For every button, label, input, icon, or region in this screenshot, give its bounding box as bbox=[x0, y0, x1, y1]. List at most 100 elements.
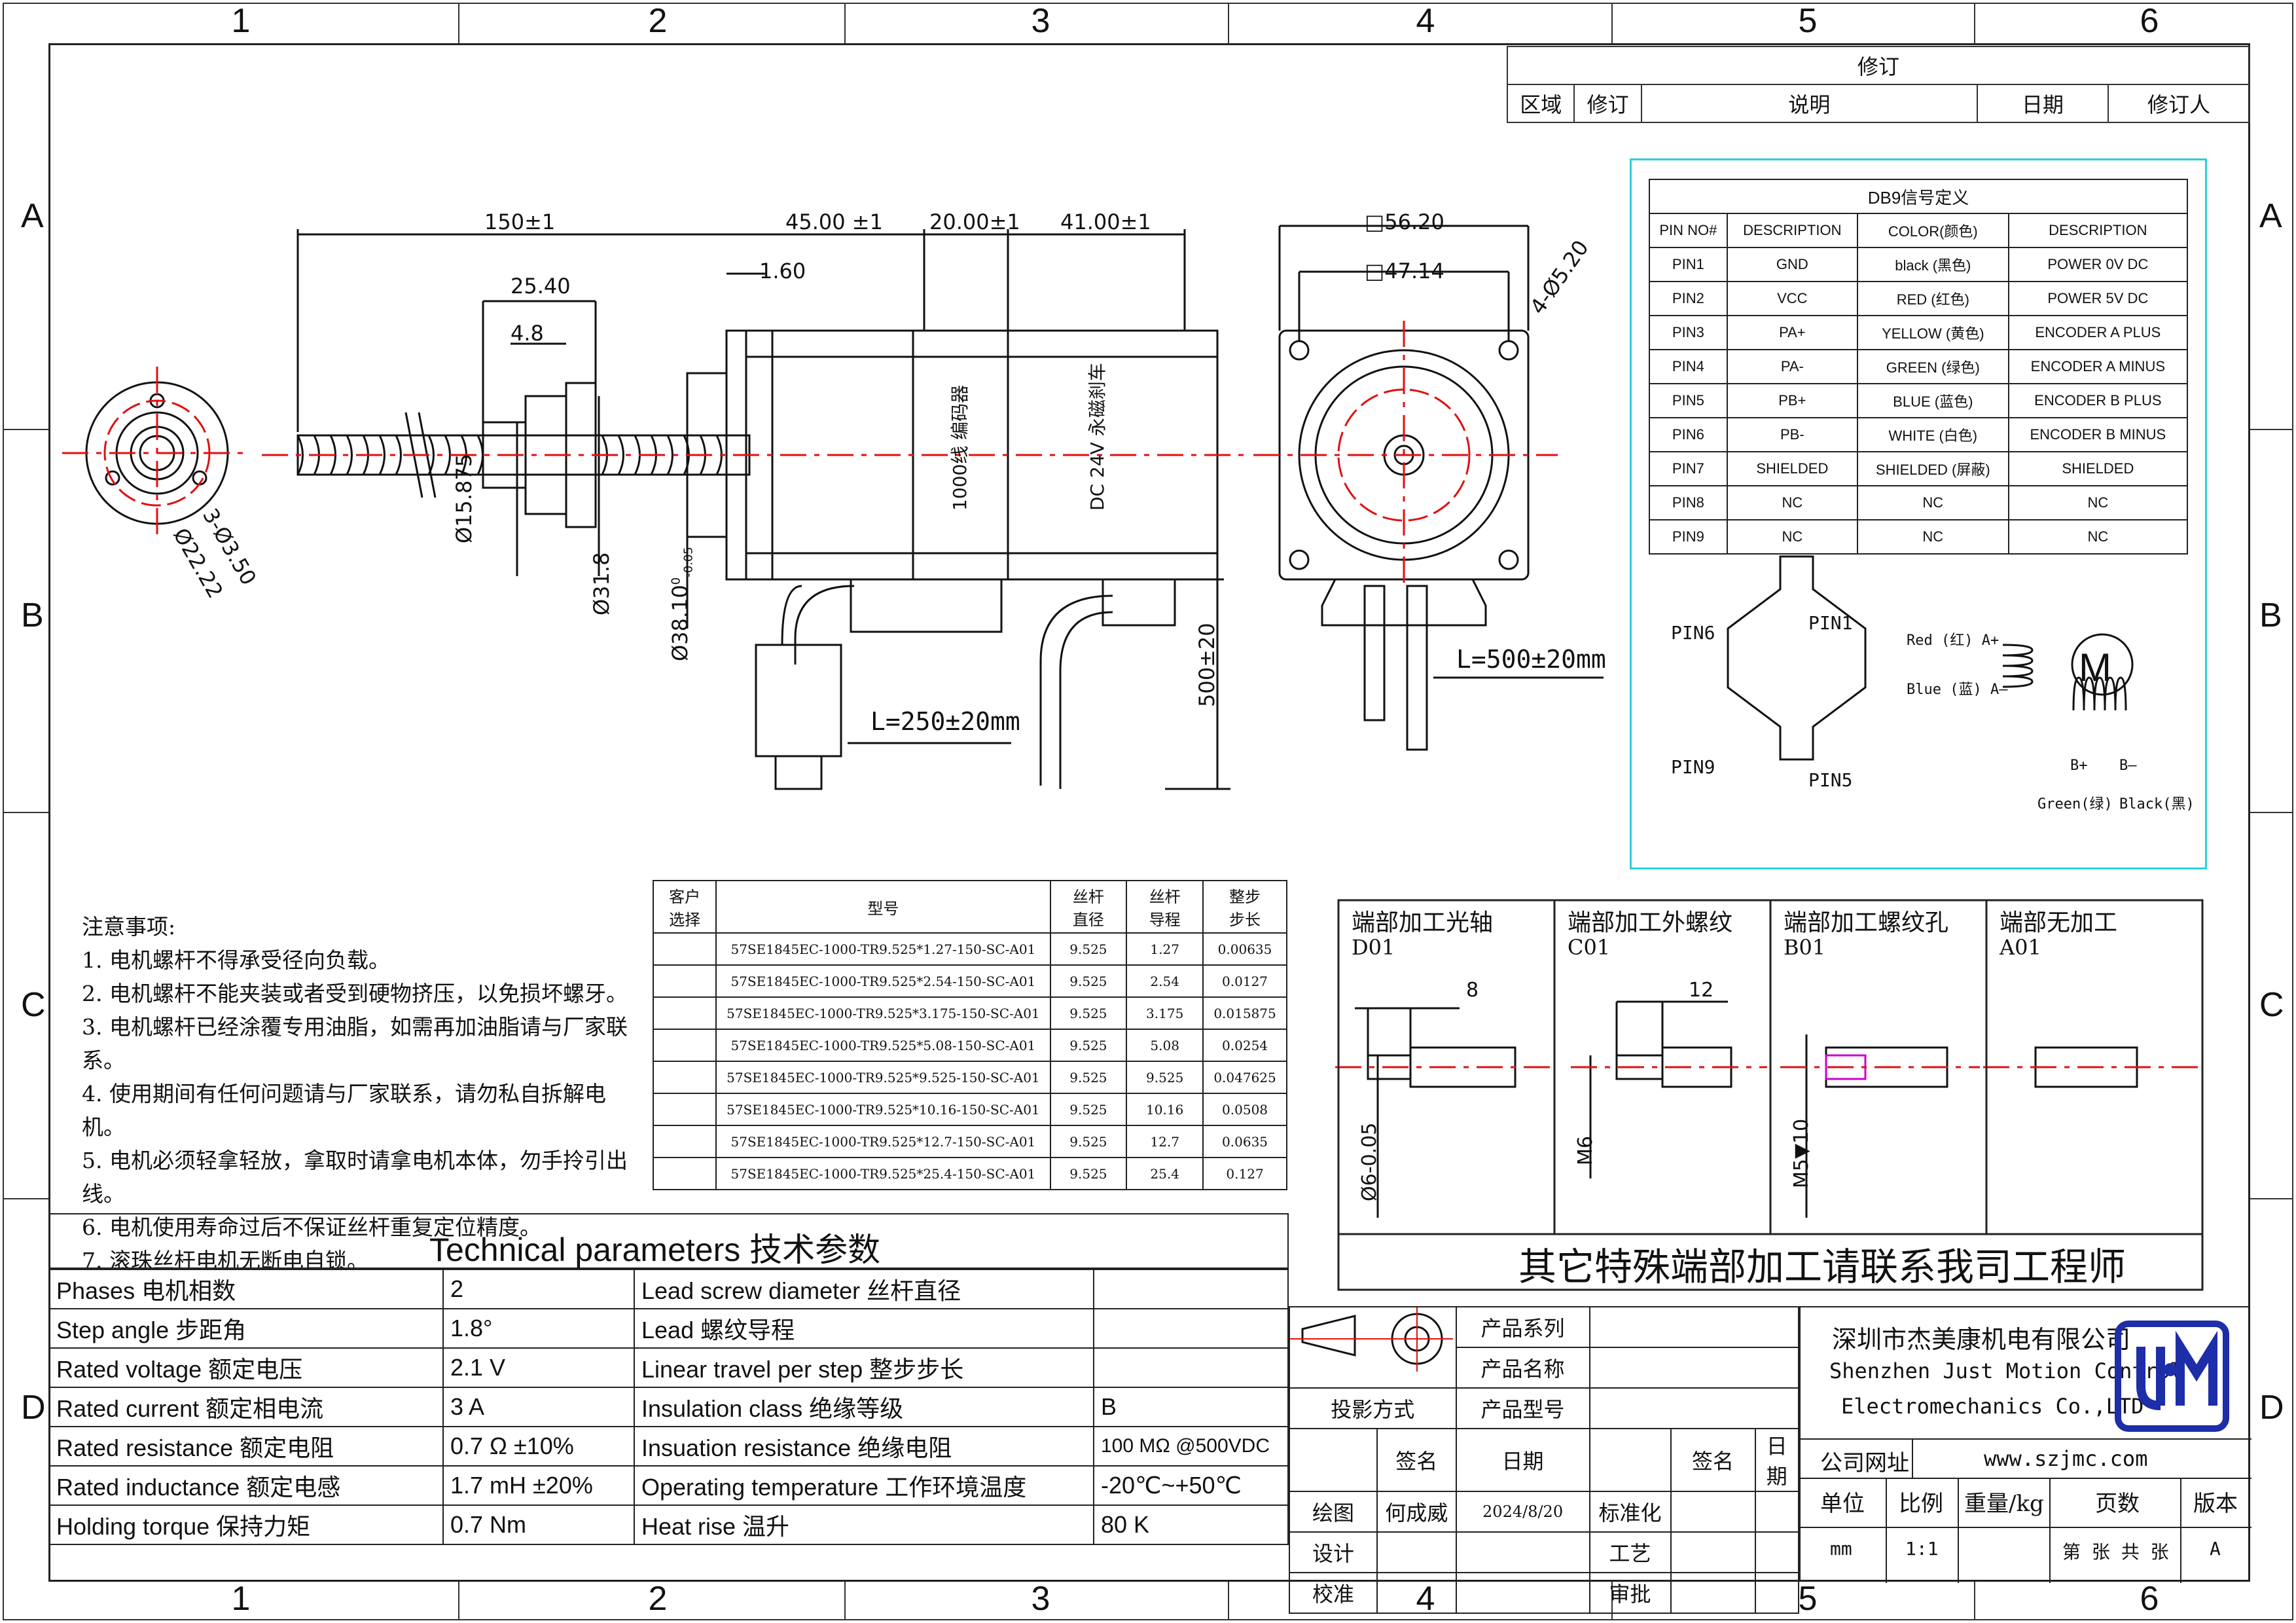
model-cell: 0.00635 bbox=[1202, 932, 1287, 966]
models-header: 客户 选择 bbox=[652, 880, 717, 934]
db9-cell: PA- bbox=[1726, 349, 1858, 384]
end-title-a01: 端部无加工 bbox=[2000, 909, 2118, 936]
revision-table: 修订 区域 修订 说明 日期 修订人 bbox=[1506, 46, 2250, 123]
model-cell[interactable] bbox=[652, 1029, 717, 1062]
db9-cell: YELLOW (黄色) bbox=[1856, 315, 2009, 350]
cable-500-dim: 500±20 bbox=[1194, 623, 1219, 707]
models-header: 丝杆 导程 bbox=[1126, 880, 1204, 934]
model-cell: 9.525 bbox=[1049, 964, 1128, 998]
models-header: 型号 bbox=[715, 880, 1051, 934]
company-logo-icon bbox=[2115, 1321, 2229, 1432]
tech-label: Phases 电机相数 bbox=[48, 1269, 444, 1309]
motor-a-plus: Red (红) A+ bbox=[1907, 632, 2000, 649]
model-cell[interactable] bbox=[652, 1157, 717, 1190]
dim-dia-15875: Ø15.875 bbox=[452, 453, 476, 543]
tb-sign2: 签名 bbox=[1670, 1428, 1756, 1492]
tb-design: 设计 bbox=[1289, 1531, 1378, 1573]
model-cell[interactable] bbox=[652, 964, 717, 998]
end-title-b01: 端部加工螺纹孔 bbox=[1784, 909, 1949, 936]
motor-a-minus: Blue (蓝) A— bbox=[1907, 682, 2008, 698]
motor-green: Green(绿) bbox=[2037, 796, 2113, 812]
tb-process: 工艺 bbox=[1588, 1531, 1672, 1573]
cable-250-label: L=250±20mm bbox=[870, 707, 1020, 736]
model-cell: 5.08 bbox=[1126, 1029, 1204, 1062]
version-label: 版本 bbox=[2193, 1491, 2238, 1517]
tech-title: Technical parameters 技术参数 bbox=[429, 1231, 881, 1268]
model-cell[interactable] bbox=[652, 1061, 717, 1094]
tech-value bbox=[1093, 1269, 1289, 1309]
note-item: 5. 电机必须轻拿轻放，拿取时请拿电机本体，勿手拎引出线。 bbox=[82, 1148, 628, 1207]
db9-cell: POWER 5V DC bbox=[2007, 281, 2189, 316]
model-cell: 25.4 bbox=[1126, 1157, 1204, 1190]
website-value[interactable]: www.szjmc.com bbox=[1984, 1446, 2148, 1471]
db9-cell: PB- bbox=[1726, 417, 1858, 452]
tech-value bbox=[1093, 1347, 1289, 1388]
centerlines bbox=[62, 321, 2202, 1068]
inner-frame bbox=[48, 43, 2250, 1582]
models-table: 客户 选择 型号 丝杆 直径 丝杆 导程 整步 步长 57SE1845EC-10… bbox=[652, 880, 1287, 1190]
tech-value: 1.7 mH ±20% bbox=[442, 1465, 635, 1506]
revision-header: 修订人 bbox=[2108, 84, 2250, 123]
tech-title-box: Technical parameters 技术参数 bbox=[48, 1213, 1289, 1269]
db9-cell: POWER 0V DC bbox=[2007, 247, 2189, 282]
pin6-label: PIN6 bbox=[1671, 622, 1715, 644]
model-cell: 57SE1845EC-1000-TR9.525*3.175-150-SC-A01 bbox=[715, 996, 1051, 1030]
end-side-d01: Ø6-0.05 bbox=[1358, 1122, 1381, 1201]
tech-value: 2.1 V bbox=[442, 1347, 635, 1388]
db9-cell: PIN5 bbox=[1649, 383, 1728, 418]
zone-row-c: C bbox=[21, 986, 46, 1024]
revision-header: 区域 bbox=[1506, 84, 1575, 123]
db9-cell: SHIELDED bbox=[1726, 451, 1858, 486]
tb-sign: 签名 bbox=[1376, 1428, 1457, 1492]
dim-1-60: 1.60 bbox=[759, 259, 806, 283]
brake-label: DC 24V 永磁刹车 bbox=[1086, 363, 1108, 511]
zone-col-2-bottom: 2 bbox=[648, 1580, 668, 1618]
pages-value: 第 张 共 张 bbox=[2062, 1541, 2169, 1563]
model-cell[interactable] bbox=[652, 932, 717, 966]
model-cell: 0.0127 bbox=[1202, 964, 1287, 998]
dim-41: 41.00±1 bbox=[1060, 210, 1151, 234]
db9-cell: GREEN (绿色) bbox=[1856, 349, 2009, 384]
encoder-label: 1000线 编码器 bbox=[949, 384, 971, 511]
zone-row-b: B bbox=[21, 596, 44, 634]
revision-header: 修订 bbox=[1573, 84, 1642, 123]
scale-label: 比例 bbox=[1899, 1491, 1943, 1517]
model-cell[interactable] bbox=[652, 996, 717, 1030]
db9-cell: NC bbox=[1726, 519, 1858, 555]
tech-label: Heat rise 温升 bbox=[634, 1504, 1094, 1545]
end-dim-c01: 12 bbox=[1689, 979, 1714, 1002]
model-cell: 2.54 bbox=[1126, 964, 1204, 998]
unit-value: mm bbox=[1830, 1538, 1852, 1559]
db9-table: DB9信号定义 PIN NO# DESCRIPTION COLOR(颜色) DE… bbox=[1649, 179, 2189, 555]
end-code-d01: D01 bbox=[1352, 935, 1395, 960]
db9-cell: PIN6 bbox=[1649, 417, 1728, 452]
revision-header: 日期 bbox=[1976, 84, 2109, 123]
tech-label: Insulation class 绝缘等级 bbox=[634, 1387, 1094, 1427]
model-cell: 9.525 bbox=[1049, 932, 1128, 966]
model-cell[interactable] bbox=[652, 1125, 717, 1158]
tech-label: Step angle 步距角 bbox=[48, 1308, 444, 1349]
tb-draw-date: 2024/8/20 bbox=[1455, 1491, 1590, 1533]
zone-row-b-right: B bbox=[2259, 596, 2282, 634]
db9-header: PIN NO# bbox=[1649, 213, 1728, 248]
company-en2: Electromechanics Co.,LTD bbox=[1841, 1394, 2144, 1419]
zone-col-4: 4 bbox=[1416, 2, 1435, 40]
tech-label: Rated inductance 额定电感 bbox=[48, 1465, 444, 1506]
db9-cell: PIN2 bbox=[1649, 281, 1728, 316]
model-cell: 12.7 bbox=[1126, 1125, 1204, 1158]
model-cell: 0.015875 bbox=[1202, 996, 1287, 1030]
pin5-label: PIN5 bbox=[1808, 769, 1853, 791]
db9-cell: NC bbox=[1726, 485, 1858, 520]
zone-col-6: 6 bbox=[2140, 2, 2159, 40]
tech-value: B bbox=[1093, 1387, 1289, 1427]
zone-row-a: A bbox=[21, 197, 44, 235]
model-cell: 57SE1845EC-1000-TR9.525*25.4-150-SC-A01 bbox=[715, 1157, 1051, 1190]
model-cell[interactable] bbox=[652, 1093, 717, 1126]
model-cell: 57SE1845EC-1000-TR9.525*1.27-150-SC-A01 bbox=[715, 932, 1051, 966]
tech-value: 0.7 Ω ±10% bbox=[442, 1426, 635, 1467]
unit-label: 单位 bbox=[1820, 1491, 1865, 1517]
zone-col-5: 5 bbox=[1798, 2, 1818, 40]
tb-series: 产品系列 bbox=[1455, 1306, 1590, 1348]
tech-value bbox=[1093, 1308, 1289, 1349]
